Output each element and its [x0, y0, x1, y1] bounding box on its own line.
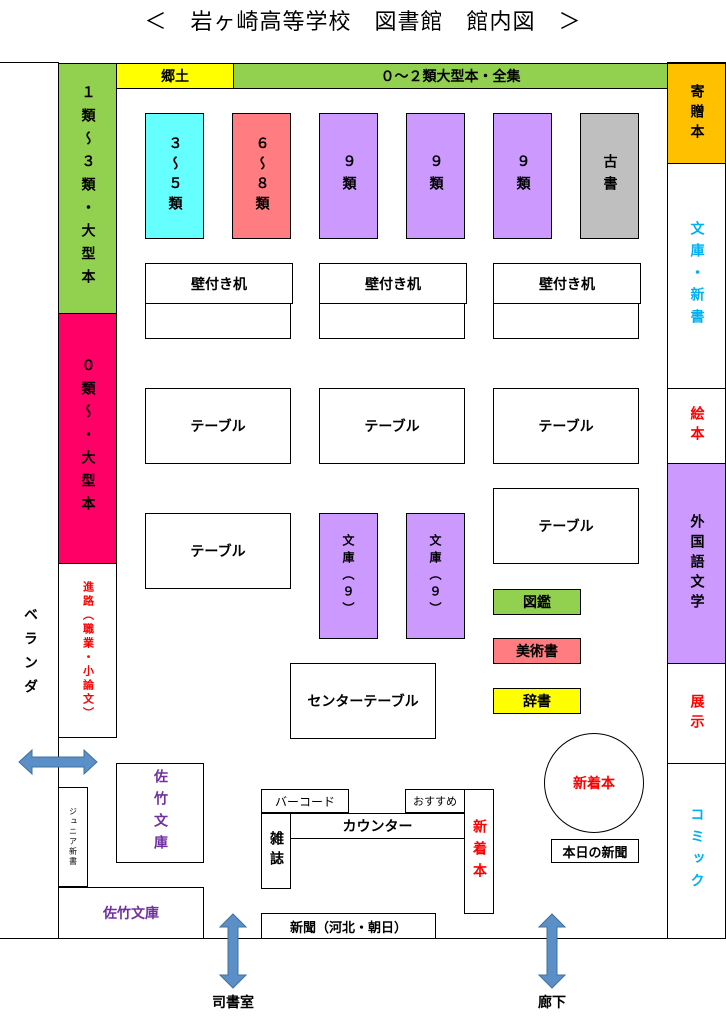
shelf-gaikoku-label: 外国語文学 [688, 513, 705, 614]
counter-label: カウンター [342, 819, 413, 835]
shishoshitsu-label: 司書室 [212, 995, 254, 1011]
wall-bottom-left [0, 938, 58, 939]
table-3-label: テーブル [538, 419, 594, 435]
shelf-shinchaku-counter: 新着本 [464, 789, 494, 914]
shelf-shinchaku-counter-label: 新着本 [471, 818, 487, 885]
shelf-tenji: 展示 [667, 663, 726, 764]
page-title: ＜ 岩ヶ崎高等学校 図書館 館内図 ＞ [144, 10, 582, 35]
barcode-area: バーコード [261, 789, 349, 813]
shelf-shinro-label: 進路（職業・小論文） [81, 580, 95, 721]
desk-3-top: 壁付き机 [493, 263, 641, 304]
osusume-area: おすすめ [405, 789, 465, 813]
shelf-shinro: 進路（職業・小論文） [58, 563, 117, 738]
shelf-class-9-a: ９類 [319, 113, 378, 239]
veranda-label: ベランダ [18, 600, 42, 710]
shelf-bunko-shinsho-label: 文庫・新書 [688, 221, 705, 331]
shelf-class-3-5-label: ３～５類 [166, 136, 183, 216]
shelf-class-0-2-label: ０～２類大型本・全集 [380, 69, 521, 85]
shelf-bijutsu: 美術書 [493, 638, 581, 664]
center-table: センターテーブル [290, 663, 436, 739]
desk-3-label: 壁付き机 [539, 276, 595, 293]
table-3: テーブル [493, 388, 639, 464]
counter: カウンター [290, 813, 465, 839]
shelf-comic: コミック [667, 763, 726, 939]
desk-2: 壁付き机 [319, 263, 467, 339]
table-5-label: テーブル [538, 519, 594, 535]
shelf-class-9-b-label: ９類 [427, 154, 444, 198]
shelf-gaikoku: 外国語文学 [667, 463, 726, 664]
desk-3: 壁付き机 [493, 263, 641, 339]
shelf-class-0: ０類～・大型本 [58, 313, 117, 564]
shelf-satake-stack-label: 佐竹文庫 [152, 769, 168, 857]
newspaper-rack-label: 新聞（河北・朝日） [289, 920, 407, 936]
shelf-class-1-3: １類～３類・大型本 [58, 63, 117, 314]
desk-1: 壁付き机 [145, 263, 293, 339]
shelf-ehon: 絵本 [667, 388, 726, 464]
shelf-satake-bottom-label: 佐竹文庫 [103, 906, 159, 922]
shelf-comic-label: コミック [688, 807, 705, 895]
table-5: テーブル [493, 488, 639, 564]
desk-2-label: 壁付き机 [365, 276, 421, 293]
today-newspaper-label: 本日の新聞 [562, 845, 628, 861]
shelf-bijutsu-label: 美術書 [516, 644, 558, 660]
veranda-text: ベランダ [22, 607, 38, 703]
shelf-zasshi: 雑誌 [261, 813, 291, 889]
table-2-label: テーブル [364, 419, 420, 435]
shelf-koshoten: 古書 [580, 113, 639, 239]
shelf-kyodo-label: 郷土 [161, 69, 189, 85]
shelf-shinchaku-round-label: 新着本 [573, 776, 615, 792]
shelf-jisho: 辞書 [493, 688, 581, 714]
shelf-class-9-a-label: ９類 [340, 154, 357, 198]
newspaper-rack: 新聞（河北・朝日） [261, 913, 436, 939]
osusume-label: おすすめ [413, 795, 457, 808]
roka-label: 廊下 [538, 995, 566, 1011]
shelf-bunko-9-a: 文庫（９） [319, 513, 378, 639]
shelf-class-3-5: ３～５類 [145, 113, 204, 239]
veranda-arrow-icon [18, 748, 98, 776]
shelf-jisho-label: 辞書 [523, 694, 551, 710]
wall-top-right [668, 62, 726, 63]
shelf-shinchaku-round: 新着本 [544, 733, 644, 833]
shelf-junior-label: ジュニア新書 [68, 807, 78, 867]
roka-arrow-icon [538, 913, 566, 989]
shelf-bunko-9-b-label: 文庫（９） [428, 533, 442, 619]
shelf-tenji-label: 展示 [688, 693, 705, 734]
shelf-ehon-label: 絵本 [688, 406, 705, 446]
table-1-label: テーブル [190, 419, 246, 435]
wall-top-left [0, 62, 58, 63]
desk-1-top: 壁付き机 [145, 263, 293, 304]
shelf-satake-bottom: 佐竹文庫 [58, 887, 204, 939]
shelf-kyodo: 郷土 [116, 63, 234, 89]
today-newspaper: 本日の新聞 [551, 839, 639, 863]
table-2: テーブル [319, 388, 465, 464]
shelf-koshoten-label: 古書 [601, 154, 618, 198]
shelf-bunko-9-b: 文庫（９） [406, 513, 465, 639]
shelf-junior: ジュニア新書 [58, 787, 88, 887]
shelf-class-0-label: ０類～・大型本 [79, 358, 96, 519]
shelf-kizo-label: 寄贈本 [688, 83, 705, 144]
shelf-kizo: 寄贈本 [667, 63, 726, 164]
shelf-class-9-c-label: ９類 [514, 154, 531, 198]
shelf-bunko-9-a-label: 文庫（９） [341, 533, 355, 619]
table-1: テーブル [145, 388, 291, 464]
shelf-class-9-c: ９類 [493, 113, 552, 239]
shelf-zukan-label: 図鑑 [523, 595, 551, 611]
shelf-zasshi-label: 雑誌 [268, 831, 284, 871]
center-table-label: センターテーブル [307, 694, 419, 710]
shelf-class-0-2: ０～２類大型本・全集 [233, 63, 668, 89]
shelf-class-6-8: ６～８類 [232, 113, 291, 239]
desk-1-label: 壁付き机 [191, 276, 247, 293]
table-4: テーブル [145, 513, 291, 589]
shelf-class-1-3-label: １類～３類・大型本 [79, 85, 96, 292]
desk-2-top: 壁付き机 [319, 263, 467, 304]
shishoshitsu-arrow-icon [219, 913, 247, 989]
shelf-bunko-shinsho: 文庫・新書 [667, 163, 726, 389]
shelf-class-9-b: ９類 [406, 113, 465, 239]
shelf-class-6-8-label: ６～８類 [253, 136, 270, 216]
shelf-zukan: 図鑑 [493, 589, 581, 615]
table-4-label: テーブル [190, 544, 246, 560]
barcode-label: バーコード [274, 794, 335, 809]
shelf-satake-stack: 佐竹文庫 [116, 763, 204, 863]
